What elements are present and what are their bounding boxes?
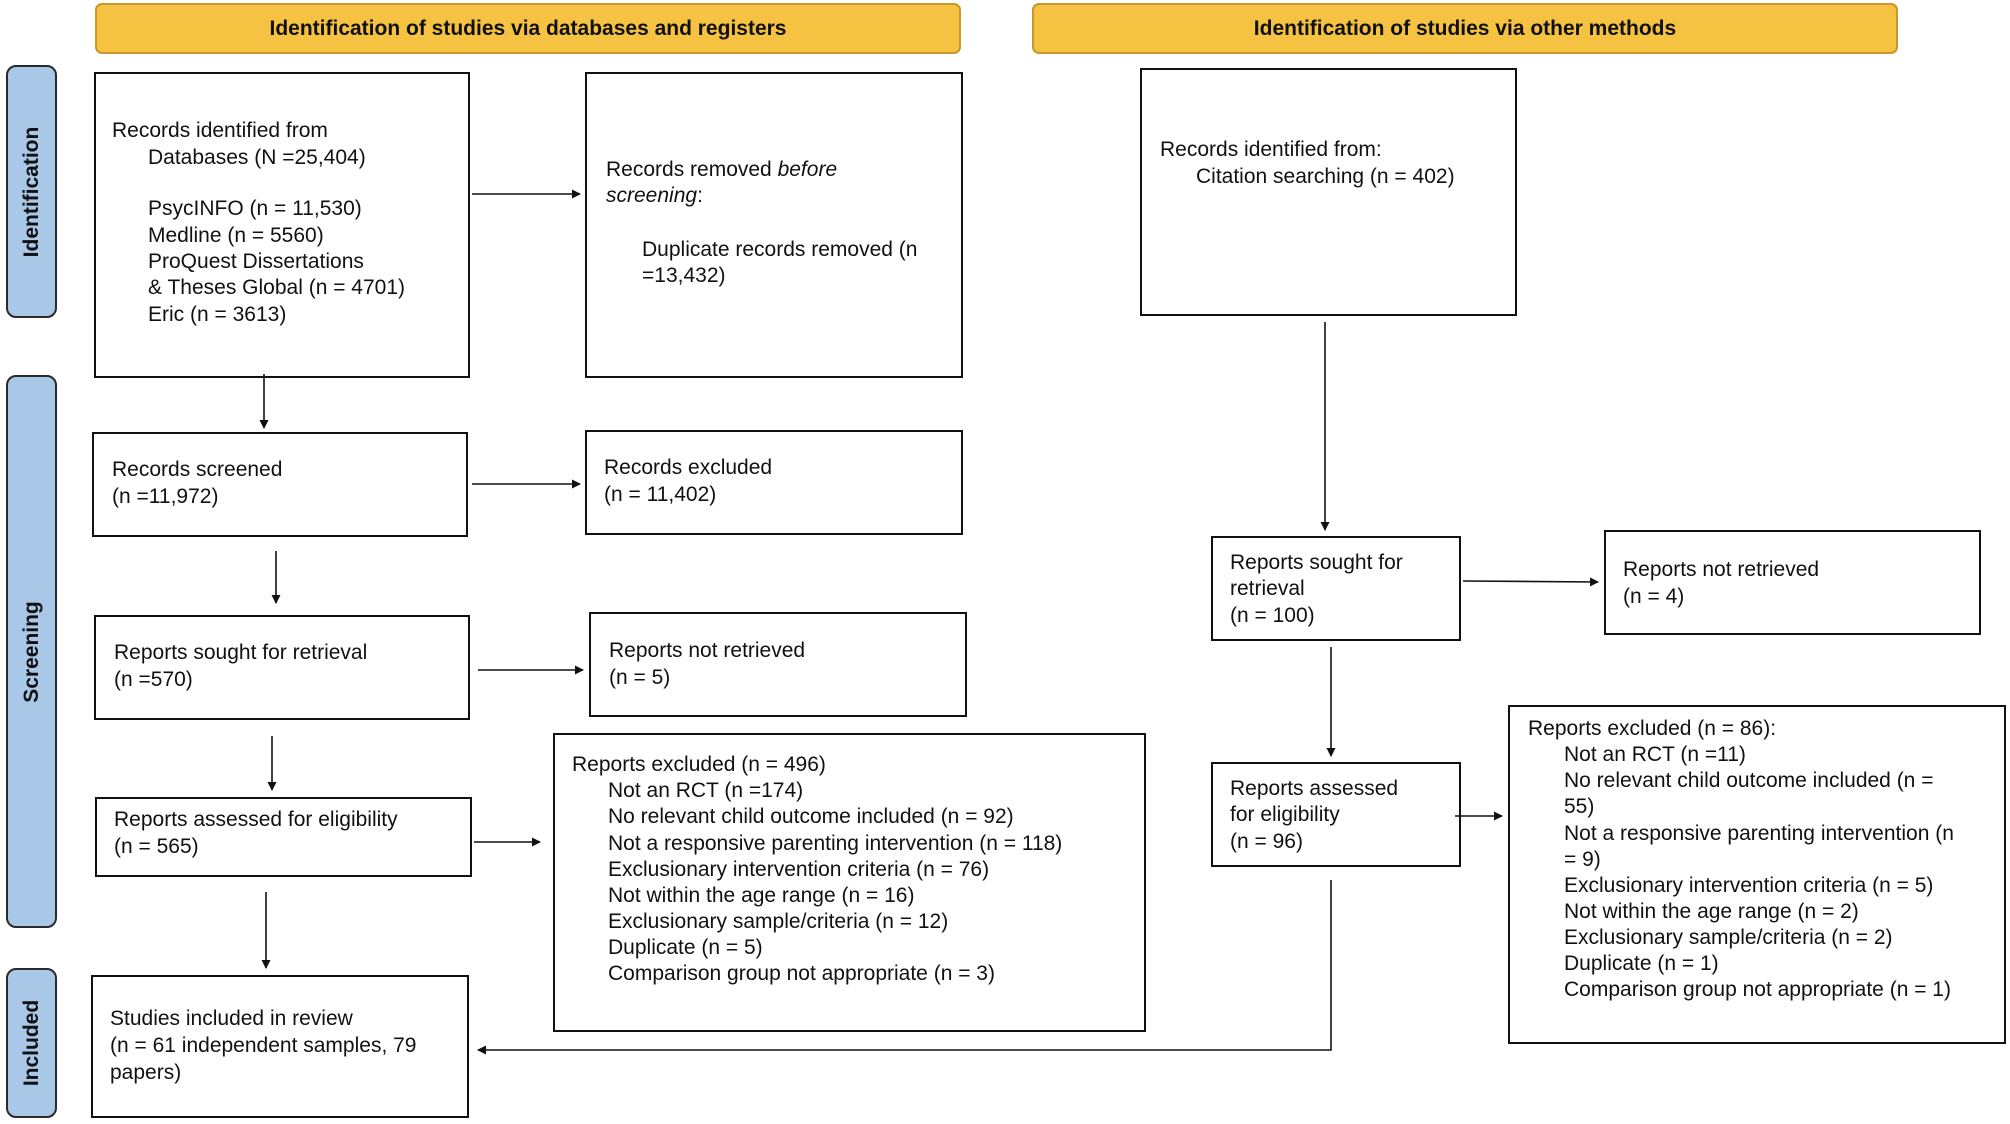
box-reports-not-retrieved-other — [1604, 530, 1981, 635]
text-duplicates-line2: =13,432) — [642, 264, 726, 287]
text-records-removed: Records removed — [606, 158, 778, 181]
text-reports-excluded-other-title: Reports excluded (n = 86): — [1528, 717, 1777, 740]
text-records-identified-from-other: Records identified from: — [1160, 138, 1382, 161]
text-before-italic: before — [777, 158, 838, 181]
box-reports-sought-other — [1211, 536, 1461, 641]
text-proquest-line2: & Theses Global (n = 4701) — [148, 276, 406, 299]
exclusion-reason-other: 55) — [1564, 795, 1595, 818]
text-reports-sought-other-line2: retrieval — [1230, 577, 1305, 600]
text-studies-included-papers: papers) — [110, 1061, 182, 1084]
text-records-screened: Records screened — [112, 458, 283, 481]
box-records-screened — [92, 432, 468, 537]
text-records-excluded: Records excluded — [604, 456, 773, 479]
exclusion-reason: Duplicate (n = 5) — [608, 936, 763, 959]
exclusion-reason-other: Not a responsive parenting intervention … — [1564, 822, 1954, 845]
text-duplicates-line1: Duplicate records removed (n — [642, 238, 918, 261]
box-reports-excluded-databases — [553, 733, 1146, 1032]
exclusion-reason-other: No relevant child outcome included (n = — [1564, 769, 1934, 792]
text-eric-count: Eric (n = 3613) — [148, 303, 287, 326]
text-psycinfo-count: PsycINFO (n = 11,530) — [148, 197, 362, 220]
box-reports-sought-databases — [94, 615, 470, 720]
exclusion-reason: Comparison group not appropriate (n = 3) — [608, 962, 995, 985]
text-screening-italic: screening — [606, 184, 698, 207]
box-reports-excluded-other — [1508, 705, 2006, 1044]
text-reports-assessed-other-line2: for eligibility — [1230, 803, 1340, 826]
box-reports-not-retrieved-databases — [589, 612, 967, 717]
text-reports-sought-count: (n =570) — [114, 668, 193, 691]
box-records-identified-citation — [1140, 68, 1517, 316]
text-reports-sought: Reports sought for retrieval — [114, 641, 368, 664]
header-databases: Identification of studies via databases … — [95, 3, 961, 54]
text-records-screened-count: (n =11,972) — [112, 485, 219, 508]
header-other-methods: Identification of studies via other meth… — [1032, 3, 1898, 54]
box-records-removed — [585, 72, 963, 378]
text-citation-searching-count: Citation searching (n = 402) — [1196, 165, 1455, 188]
exclusion-reason: No relevant child outcome included (n = … — [608, 805, 1014, 828]
text-reports-not-retrieved: Reports not retrieved — [609, 639, 806, 662]
header-databases-text: Identification of studies via databases … — [269, 16, 787, 40]
header-other-methods-text: Identification of studies via other meth… — [1253, 16, 1677, 40]
phase-included: Included — [6, 968, 57, 1118]
exclusion-reason: Not a responsive parenting intervention … — [608, 832, 1063, 855]
exclusion-reason: Not an RCT (n =174) — [608, 779, 804, 802]
text-records-identified-from: Records identified from — [112, 119, 328, 142]
exclusion-reason-other: Not an RCT (n =11) — [1564, 743, 1746, 766]
text-reports-not-retrieved-count: (n = 5) — [609, 666, 671, 689]
phase-screening: Screening — [6, 375, 57, 928]
arrow-other-to-included — [477, 880, 1332, 1055]
text-records-excluded-count: (n = 11,402) — [604, 483, 717, 506]
text-reports-sought-other-count: (n = 100) — [1230, 604, 1315, 627]
exclusion-reason-other: Duplicate (n = 1) — [1564, 952, 1719, 975]
text-studies-included-samples: (n = 61 independent samples, 79 — [110, 1034, 417, 1057]
text-records-removed-line2: screening: — [606, 183, 703, 209]
text-studies-included: Studies included in review — [110, 1007, 353, 1030]
exclusion-reason-other: Comparison group not appropriate (n = 1) — [1564, 978, 1951, 1001]
text-reports-sought-other-line1: Reports sought for — [1230, 551, 1403, 574]
exclusion-reason-other: = 9) — [1564, 848, 1601, 871]
text-records-removed-line1: Records removed before — [606, 157, 837, 183]
box-studies-included — [91, 975, 469, 1118]
box-reports-assessed-other — [1211, 762, 1461, 867]
text-colon: : — [697, 184, 703, 207]
box-reports-assessed-databases — [95, 797, 472, 877]
box-records-identified-databases — [94, 72, 470, 378]
exclusion-reason: Exclusionary intervention criteria (n = … — [608, 858, 990, 881]
text-databases-count: Databases (N =25,404) — [148, 146, 366, 169]
arrow-sought-to-not-retrieved-other — [1462, 577, 1599, 587]
phase-identification: Identification — [6, 65, 57, 318]
text-reports-assessed-other-count: (n = 96) — [1230, 830, 1303, 853]
text-reports-excluded-title: Reports excluded (n = 496) — [572, 753, 826, 776]
exclusion-reason-other: Exclusionary intervention criteria (n = … — [1564, 874, 1934, 897]
exclusion-reason: Exclusionary sample/criteria (n = 12) — [608, 910, 949, 933]
text-reports-assessed-other-line1: Reports assessed — [1230, 777, 1399, 800]
exclusion-reason-other: Not within the age range (n = 2) — [1564, 900, 1859, 923]
text-reports-not-retrieved-other: Reports not retrieved — [1623, 558, 1820, 581]
box-records-excluded — [585, 430, 963, 535]
text-reports-assessed: Reports assessed for eligibility — [114, 808, 398, 831]
exclusion-reason: Not within the age range (n = 16) — [608, 884, 915, 907]
text-reports-not-retrieved-other-count: (n = 4) — [1623, 585, 1685, 608]
text-proquest-line1: ProQuest Dissertations — [148, 250, 364, 273]
text-reports-assessed-count: (n = 565) — [114, 835, 199, 858]
exclusion-reason-other: Exclusionary sample/criteria (n = 2) — [1564, 926, 1893, 949]
text-medline-count: Medline (n = 5560) — [148, 224, 324, 247]
